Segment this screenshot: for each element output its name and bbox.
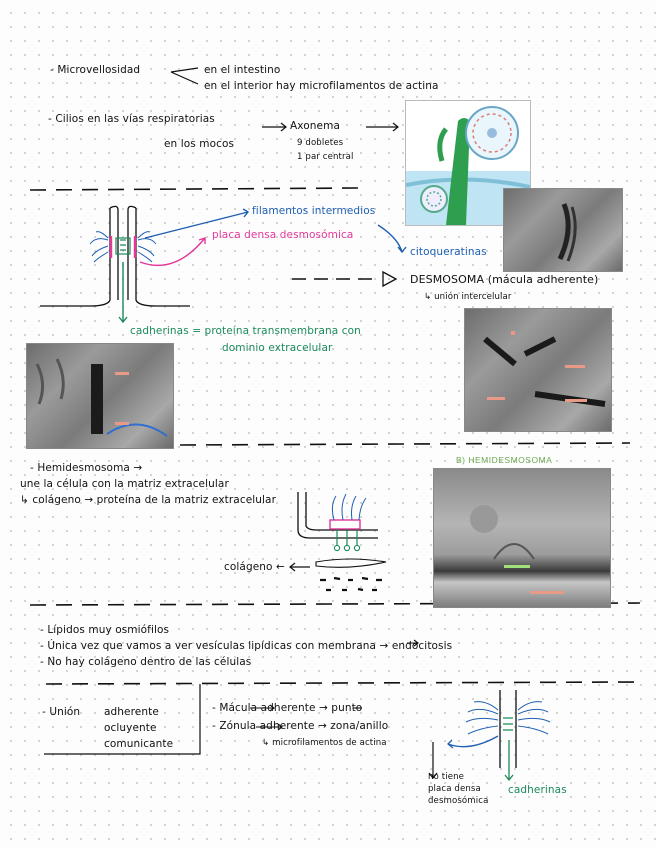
hemidesmosoma-caption: B) HEMIDESMOSOMA — [456, 455, 553, 465]
axonema-label: Axonema — [290, 120, 340, 132]
macula-line: - Mácula adherente → punto — [212, 702, 363, 714]
union-heading: - Unión — [42, 706, 81, 718]
cadherinas-definition-2: dominio extracelular — [222, 342, 333, 354]
no-tiene-line-1: no tiene — [428, 772, 465, 782]
no-tiene-line-3: desmosómica — [428, 796, 489, 806]
union-ocluyente: ocluyente — [104, 722, 157, 734]
placa-densa-label: placa densa desmosómica — [212, 229, 354, 241]
hemidesmosome-sketch — [289, 492, 387, 592]
colageno-label: colágeno ← — [224, 561, 285, 573]
citoqueratinas-label: citoqueratinas — [410, 246, 487, 258]
microfilamentos-line: ↳ microfilamentos de actina — [262, 738, 387, 748]
desmosome-sketch — [40, 205, 407, 324]
hemidesmosoma-detail-1: une la célula con la matriz extracelular — [20, 478, 229, 490]
hemidesmosoma-heading: - Hemidesmosoma → — [30, 462, 143, 474]
desmosome-em-photo-2 — [464, 308, 612, 432]
zonula-line: - Zónula adherente → zona/anillo — [212, 720, 389, 732]
desmosome-em-photo-3 — [26, 343, 174, 449]
union-comunicante: comunicante — [104, 738, 174, 750]
union-intercelular-label: ↳ unión intercelular — [424, 292, 512, 302]
cadherinas-bottom-label: cadherinas — [508, 784, 567, 796]
hemidesmosoma-detail-2: ↳ colágeno → proteína de la matriz extra… — [20, 494, 277, 506]
desmosome-em-photo-1 — [503, 188, 623, 272]
lipidos-line: - Lípidos muy osmiófilos — [40, 624, 170, 636]
colageno-line: - No hay colágeno dentro de las células — [40, 656, 252, 668]
hemidesmosome-em-photo — [433, 468, 611, 608]
par-central-label: 1 par central — [297, 152, 354, 162]
microvellosidad-heading: - Microvellosidad — [50, 64, 141, 76]
cilios-detail: en los mocos — [164, 138, 235, 150]
microvellosidad-detail-2: en el interior hay microfilamentos de ac… — [204, 80, 439, 92]
cadherinas-definition: cadherinas = proteína transmembrana con — [130, 325, 361, 337]
no-tiene-line-2: placa densa — [428, 784, 481, 794]
dobletes-label: 9 dobletes — [297, 138, 344, 148]
filamentos-label: filamentos intermedios — [252, 205, 376, 217]
union-adherente: adherente — [104, 706, 159, 718]
cilios-heading: - Cilios en las vías respiratorias — [48, 113, 215, 125]
vesiculas-line: - Única vez que vamos a ver vesículas li… — [40, 640, 453, 652]
desmosoma-heading: DESMOSOMA (mácula adherente) — [410, 273, 599, 286]
cadherin-sketch — [447, 690, 551, 782]
microvellosidad-detail-1: en el intestino — [204, 64, 281, 76]
